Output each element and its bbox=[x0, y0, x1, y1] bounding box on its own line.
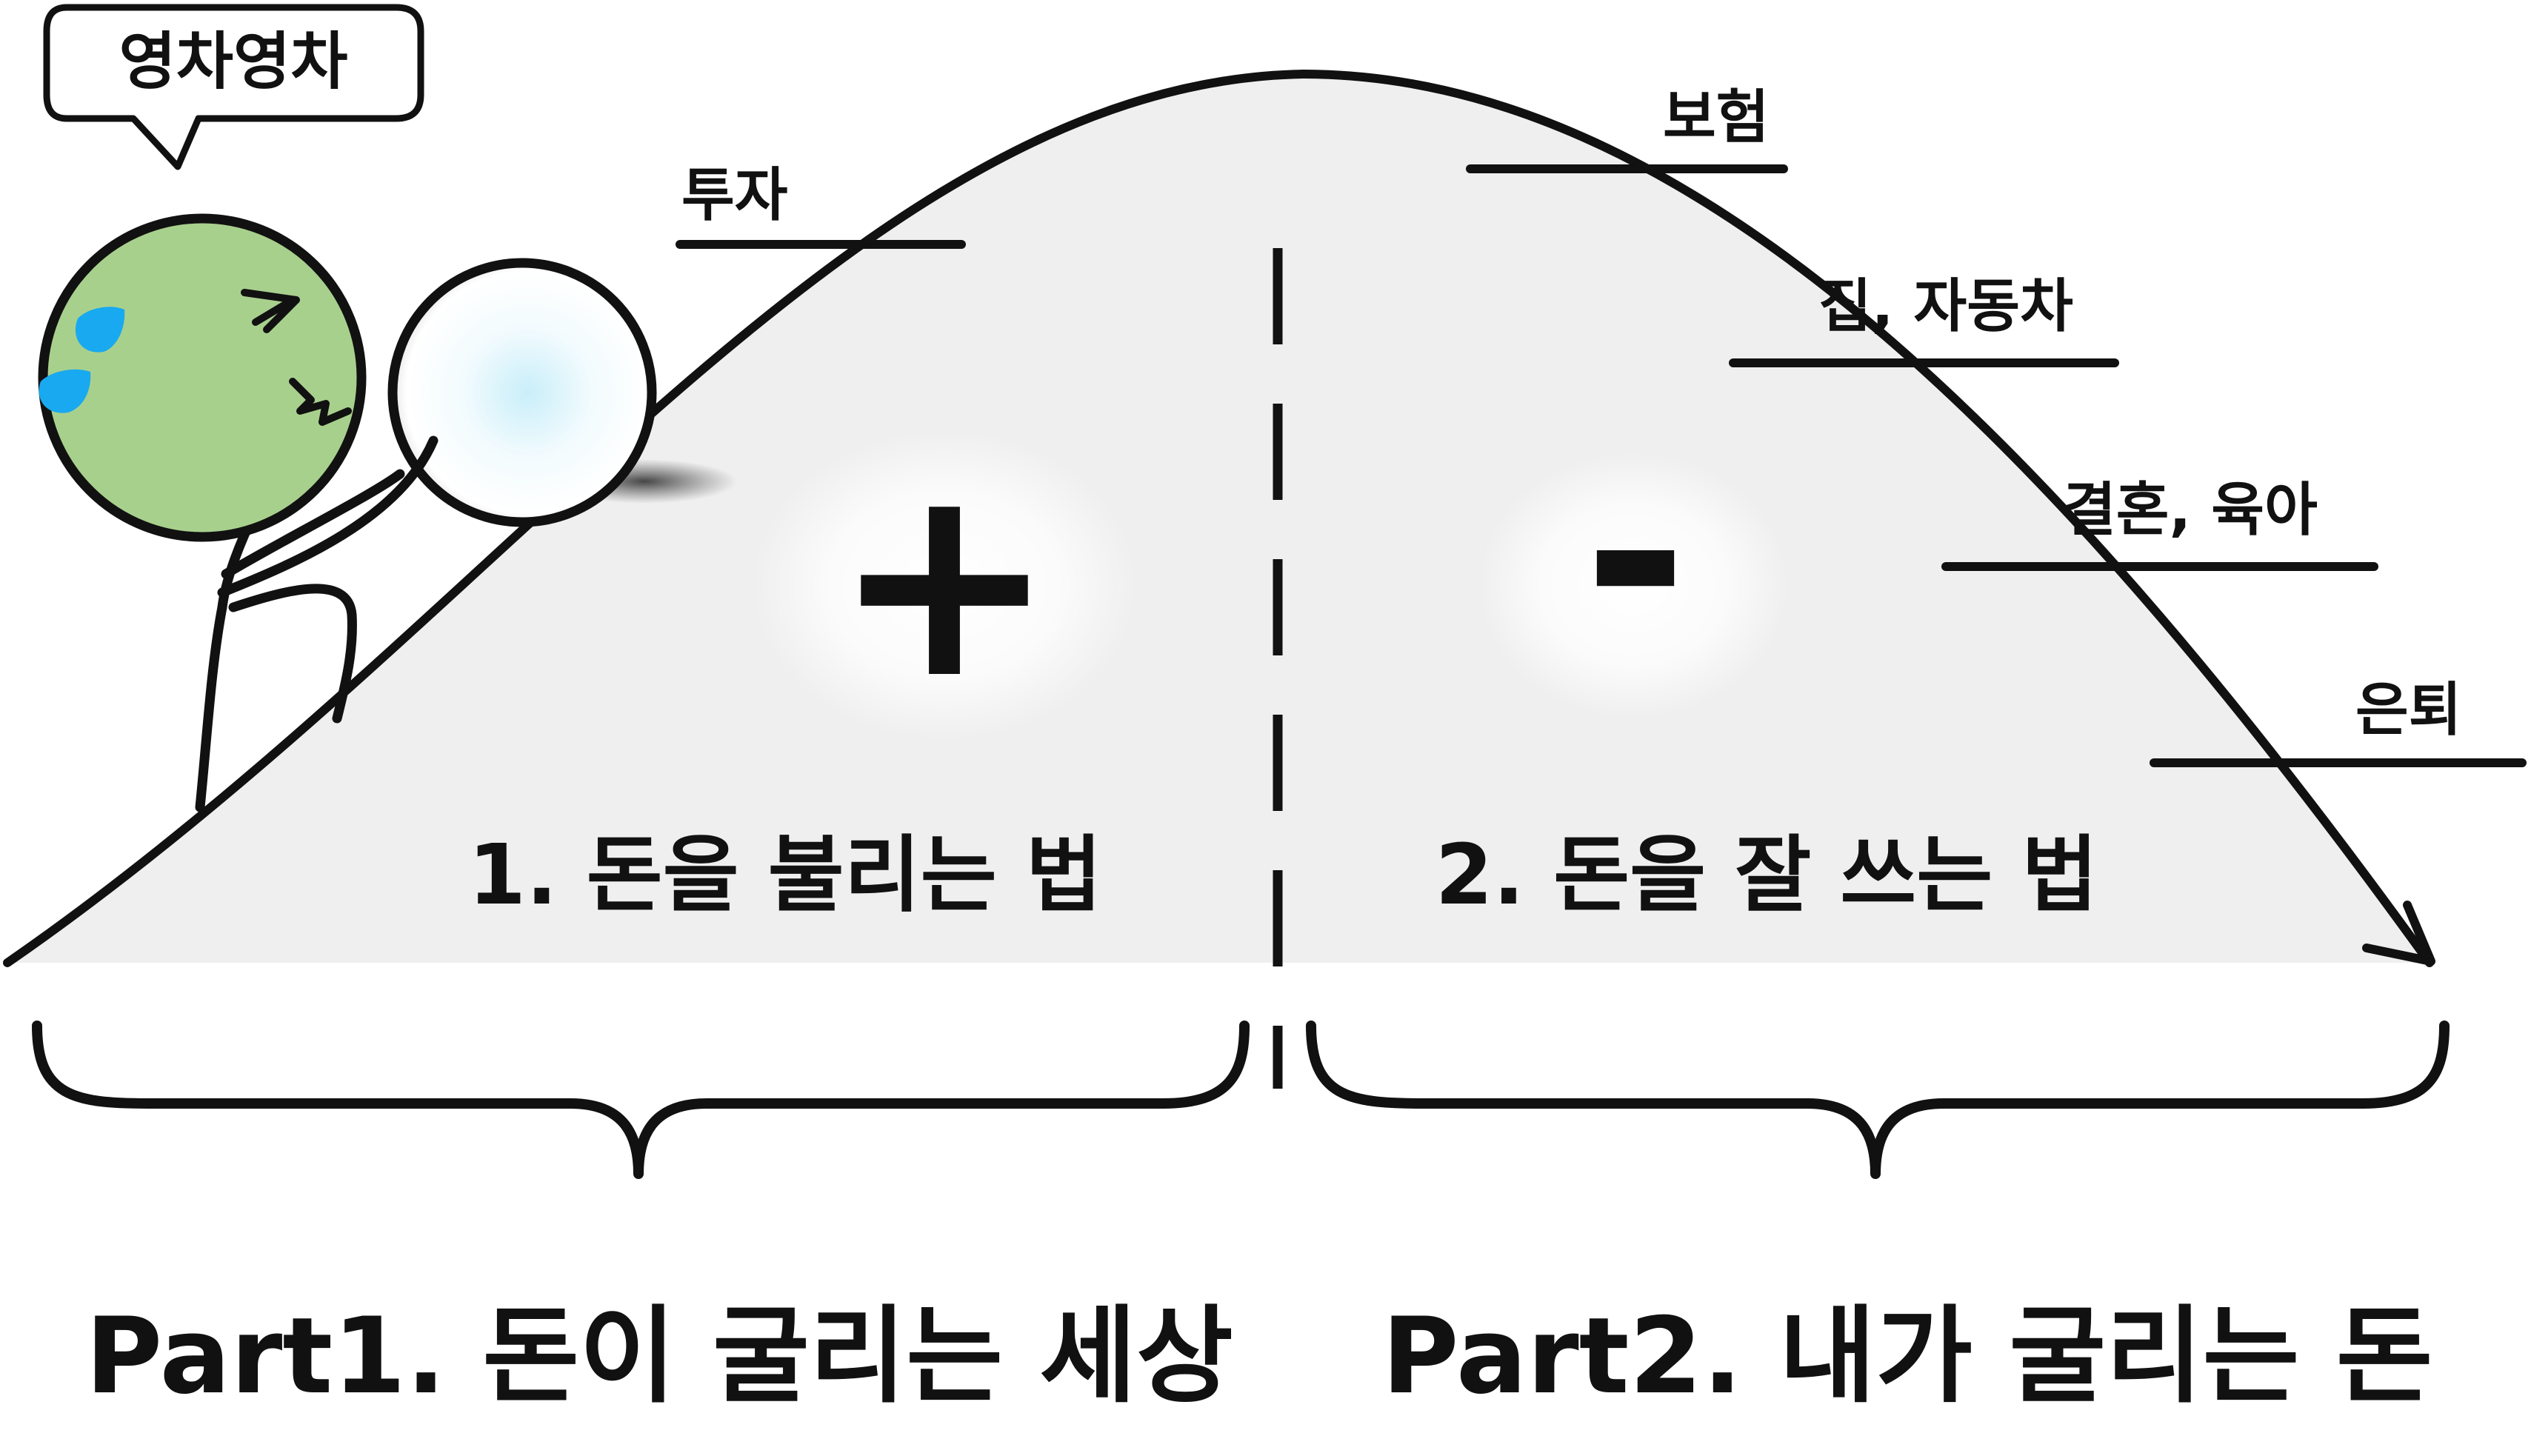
plus-glow bbox=[752, 430, 1137, 741]
left-brace bbox=[32, 1021, 1250, 1179]
marker-label-retirement: 은퇴 bbox=[2355, 677, 2462, 744]
left-caption: 1. 돈을 불리는 법 bbox=[468, 827, 1102, 924]
character-eye-squint bbox=[241, 289, 300, 333]
marker-label-marriage: 결혼, 육아 bbox=[2063, 477, 2318, 544]
character-leg-back bbox=[195, 602, 227, 812]
plus-sign: + bbox=[833, 427, 1056, 737]
right-caption: 2. 돈을 잘 쓰는 법 bbox=[1435, 827, 2098, 924]
speech-bubble: 영차영차 bbox=[43, 4, 424, 170]
arrow-head bbox=[2362, 901, 2435, 966]
money-ball bbox=[387, 258, 657, 527]
minus-sign: - bbox=[1583, 407, 1687, 701]
character-arm-lower bbox=[217, 435, 438, 598]
character-face bbox=[38, 213, 367, 542]
character-leg-front bbox=[228, 584, 357, 724]
sweat-drop-icon bbox=[39, 369, 91, 413]
right-brace bbox=[1306, 1021, 2450, 1179]
speech-bubble-text: 영차영차 bbox=[119, 25, 347, 98]
minus-glow bbox=[1478, 452, 1789, 718]
hill-area bbox=[7, 74, 2430, 963]
character-mouth bbox=[289, 378, 352, 426]
marker-label-invest: 투자 bbox=[681, 162, 788, 229]
sweat-drop-icon bbox=[75, 307, 125, 353]
part1-title: Part1. 돈이 굴리는 세상 bbox=[85, 1295, 1233, 1417]
marker-label-house-car: 집, 자동차 bbox=[1818, 273, 2073, 340]
character-arm-upper bbox=[221, 469, 405, 579]
hill-curve bbox=[3, 69, 2434, 967]
part2-title: Part2. 내가 굴리는 돈 bbox=[1382, 1295, 2433, 1417]
marker-label-insurance: 보험 bbox=[1663, 84, 1770, 151]
